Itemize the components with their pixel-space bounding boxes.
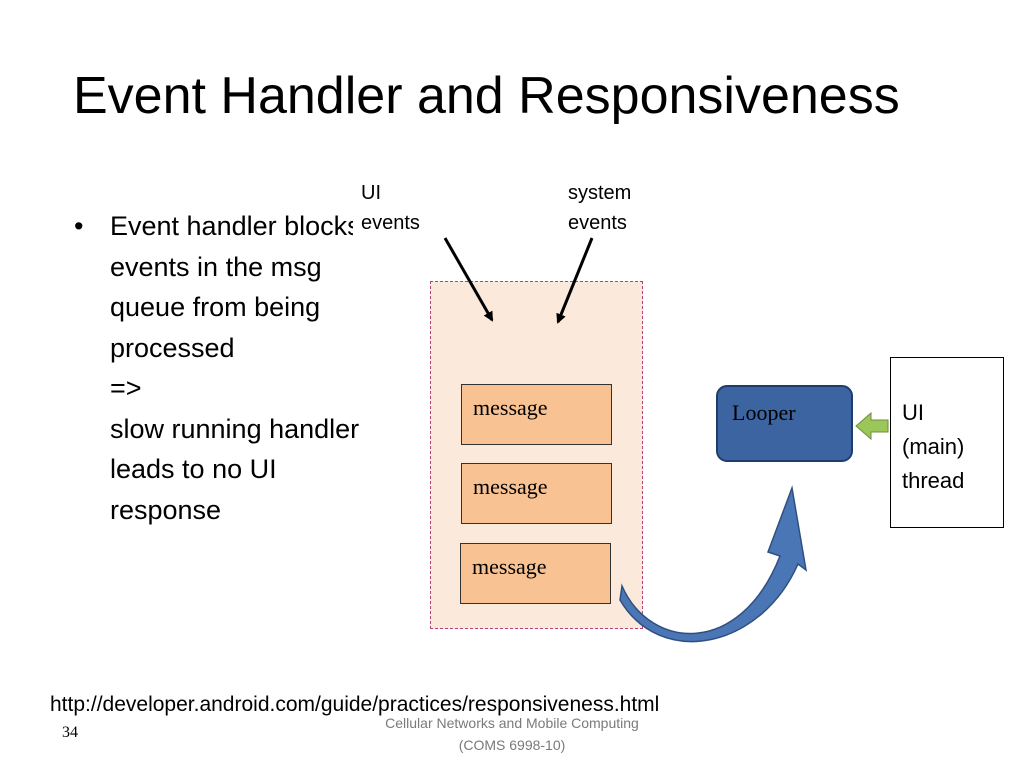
ui-events-label: UI events (361, 178, 420, 238)
system-events-label-line1: system (568, 182, 632, 204)
bullet-marker: • (74, 211, 84, 241)
looper-box: Looper (716, 385, 853, 462)
bullet-line: => (110, 373, 142, 403)
ui-thread-box: UI (main) thread (890, 357, 1004, 528)
system-events-label-line2: events (568, 212, 627, 234)
bullet-line: queue from being (110, 292, 321, 322)
footer-line1: Cellular Networks and Mobile Computing (385, 715, 639, 731)
bullet-line: Event handler blocks (110, 211, 353, 241)
slide-title: Event Handler and Responsiveness (73, 67, 900, 125)
ui-events-label-line2: events (361, 212, 420, 234)
thread-label-line1: UI (902, 400, 924, 425)
message-box: message (461, 463, 612, 524)
bullet-line: response (110, 494, 222, 525)
message-box: message (461, 384, 612, 445)
ui-events-label-line1: UI (361, 182, 381, 204)
system-events-arrow (556, 237, 594, 324)
bullet-text: Event handler blocks events in the msg q… (110, 206, 510, 530)
bullet-line: slow running handler (110, 413, 360, 444)
thread-label-line2: (main) (902, 434, 965, 459)
thread-label-line3: thread (902, 468, 965, 493)
footer-line2: (COMS 6998-10) (458, 737, 566, 753)
curved-arrow-to-looper (619, 485, 808, 643)
system-events-label: system events (568, 178, 631, 238)
page-number: 34 (62, 724, 78, 741)
reference-url: http://developer.android.com/guide/pract… (50, 693, 660, 716)
bullet-line: leads to no UI (110, 454, 277, 484)
bullet-line: processed (110, 332, 235, 363)
bullet-line: events in the msg (110, 251, 322, 282)
ui-events-arrow (443, 237, 494, 322)
thread-to-looper-arrow (855, 411, 889, 441)
message-box: message (460, 543, 611, 604)
footer: Cellular Networks and Mobile Computing (… (352, 712, 672, 756)
